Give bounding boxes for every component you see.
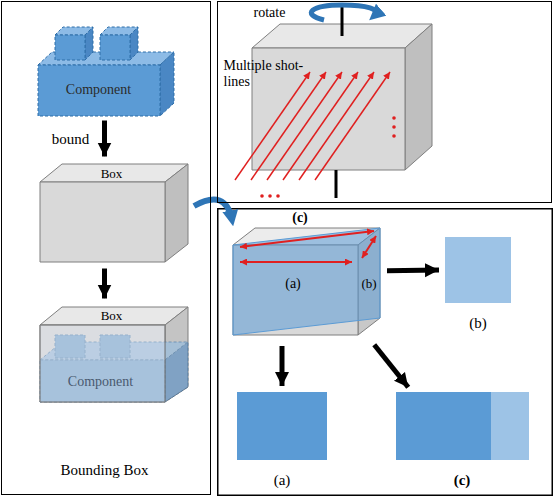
projection-c bbox=[491, 392, 529, 460]
shot-line bbox=[251, 72, 326, 180]
bounding-box-shape bbox=[40, 325, 165, 402]
node-text: (a) bbox=[285, 276, 301, 293]
continuation-dots bbox=[268, 194, 272, 198]
bounding-box-shape bbox=[40, 307, 188, 325]
rotation-axis bbox=[341, 4, 344, 36]
continuation-dots bbox=[392, 134, 396, 138]
shot-line bbox=[267, 72, 342, 180]
node-text: Multiple shot-lines bbox=[224, 58, 304, 92]
component-shape bbox=[38, 27, 174, 116]
continuation-dots bbox=[260, 194, 264, 198]
shot-line bbox=[315, 72, 390, 180]
panel: ComponentBoxBoxComponentBounding Box bbox=[1, 1, 211, 495]
flow-arrow bbox=[374, 345, 408, 388]
projection-c bbox=[396, 392, 491, 460]
component-shape bbox=[130, 27, 138, 60]
flow-arrow bbox=[102, 121, 107, 157]
shot-line bbox=[283, 72, 358, 180]
bounding-box-shape bbox=[40, 307, 188, 402]
box-shape bbox=[40, 164, 188, 262]
flow-arrow bbox=[102, 269, 107, 299]
component-shape bbox=[160, 52, 174, 116]
rotation-axis bbox=[335, 170, 338, 198]
continuation-dots bbox=[392, 116, 396, 120]
rotating-cube bbox=[252, 24, 432, 170]
continuation-dots bbox=[276, 194, 280, 198]
node-label: Box bbox=[101, 166, 123, 182]
measure-arrows bbox=[362, 236, 376, 258]
flow-arrow bbox=[280, 346, 285, 386]
flow-arrow bbox=[387, 268, 439, 274]
bounding-box-shape bbox=[165, 342, 188, 402]
node-text: Component bbox=[68, 373, 133, 390]
measure-arrows bbox=[240, 261, 352, 263]
projection-b bbox=[445, 237, 511, 303]
bounding-box-shape bbox=[40, 325, 165, 402]
node-label: Component bbox=[66, 81, 131, 98]
box-shape bbox=[40, 164, 188, 182]
node-label: (c) bbox=[292, 210, 308, 227]
rotate-arrow bbox=[311, 5, 376, 20]
diagonal-plane bbox=[233, 228, 380, 335]
node-label: rotate bbox=[254, 4, 286, 21]
rotating-cube bbox=[405, 24, 432, 170]
continuation-dots bbox=[260, 116, 396, 198]
node-label: Box bbox=[101, 308, 123, 324]
continuation-dots bbox=[392, 125, 396, 129]
box-shape bbox=[165, 164, 188, 262]
measure-arrows bbox=[240, 231, 376, 262]
component-shape bbox=[38, 65, 160, 116]
component-box: Component bbox=[36, 18, 176, 118]
shot-lines bbox=[235, 72, 390, 180]
section-cube: (c)(a)(b) bbox=[231, 214, 381, 340]
node-label: (a) bbox=[274, 471, 291, 489]
box-shape: Box bbox=[38, 160, 190, 265]
node-label: Bounding Box bbox=[61, 461, 149, 479]
panel: rotateMultiple shot-lines bbox=[217, 1, 552, 203]
box-shape bbox=[40, 182, 165, 262]
component-shape bbox=[85, 27, 93, 60]
projection-box: (c) bbox=[396, 392, 529, 460]
node-label: (c) bbox=[454, 471, 471, 489]
panel-border bbox=[218, 209, 553, 496]
component-shape bbox=[100, 35, 130, 60]
node-text: (b) bbox=[361, 276, 376, 292]
projection-a bbox=[237, 392, 327, 460]
edge-label: bound bbox=[52, 130, 90, 148]
node-label: (b) bbox=[469, 314, 487, 332]
projection-box: (a) bbox=[237, 392, 327, 460]
section-cube bbox=[233, 228, 380, 335]
bounding-box-shape bbox=[40, 307, 188, 402]
projection-box: (b) bbox=[445, 237, 511, 303]
component-shape bbox=[55, 35, 85, 60]
bounding-box: BoxComponent bbox=[38, 303, 190, 406]
measure-arrows bbox=[240, 231, 374, 247]
shot-line bbox=[299, 72, 374, 180]
